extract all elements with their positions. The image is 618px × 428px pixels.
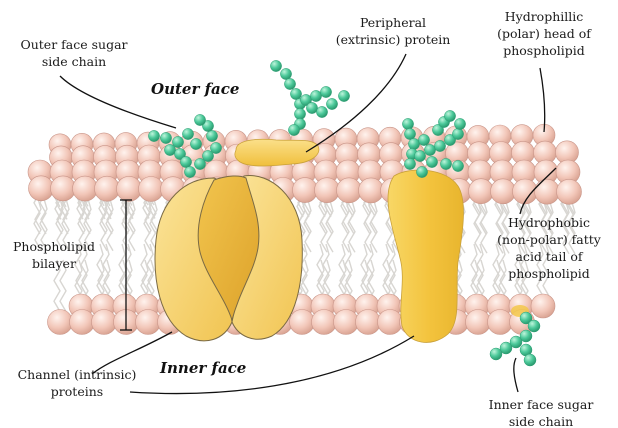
phospholipid-head <box>136 310 161 335</box>
phospholipid-head <box>73 176 98 201</box>
sugar-bead <box>184 166 195 177</box>
phospholipid-bilayer-label: Phospholipid bilayer <box>4 238 104 272</box>
sugar-bead <box>402 118 413 129</box>
phospholipid-head <box>117 176 142 201</box>
phospholipid-head <box>491 179 516 204</box>
inner-sugar-label: Inner face sugar side chain <box>474 396 608 428</box>
sugar-bead <box>426 156 437 167</box>
sugar-bead <box>194 114 205 125</box>
sugar-bead <box>452 160 463 171</box>
phospholipid-head <box>312 310 337 335</box>
phospholipid-head <box>290 310 315 335</box>
phospholipid-head <box>334 310 359 335</box>
phospholipid-head <box>51 176 76 201</box>
sugar-bead <box>190 138 201 149</box>
channel-proteins-label: Channel (intrinsic) proteins <box>2 366 152 400</box>
sugar-bead <box>316 106 327 117</box>
sugar-bead <box>416 166 427 177</box>
sugar-bead <box>294 108 305 119</box>
sugar-bead <box>404 158 415 169</box>
phospholipid-head <box>315 178 340 203</box>
hydrophobic-tail-label: Hydrophobic (non-polar) fatty acid tail … <box>484 214 614 282</box>
phospholipid-head <box>535 179 560 204</box>
phospholipid-head <box>359 178 384 203</box>
outer-sugar-label: Outer face sugar side chain <box>8 36 140 70</box>
phospholipid-head <box>139 177 164 202</box>
sugar-bead <box>338 90 349 101</box>
phospholipid-head <box>70 310 95 335</box>
leader-line-hydrophilic <box>540 68 545 132</box>
phospholipid-head <box>95 176 120 201</box>
leader-line-inner-sugar <box>514 358 518 392</box>
sugar-bead <box>414 150 425 161</box>
sugar-bead <box>424 144 435 155</box>
sugar-bead <box>528 320 540 332</box>
sugar-bead <box>284 78 295 89</box>
sugar-bead <box>408 138 419 149</box>
sugar-bead <box>310 90 321 101</box>
sugar-bead <box>148 130 159 141</box>
phospholipid-head <box>92 310 117 335</box>
sugar-bead <box>452 128 463 139</box>
phospholipid-head <box>293 178 318 203</box>
sugar-bead <box>326 98 337 109</box>
sugar-bead <box>206 130 217 141</box>
inner-face-label: Inner face <box>160 359 246 377</box>
sugar-bead <box>280 68 291 79</box>
phospholipid-head <box>356 310 381 335</box>
phospholipid-head <box>531 294 555 318</box>
sugar-bead <box>444 110 455 121</box>
sugar-bead <box>270 60 281 71</box>
outer-face-label: Outer face <box>151 80 239 98</box>
phospholipid-head <box>488 310 513 335</box>
channel-protein-icon <box>155 176 302 341</box>
sugar-bead <box>320 86 331 97</box>
sugar-bead <box>160 132 171 143</box>
phospholipid-head <box>337 178 362 203</box>
peripheral-protein-label: Peripheral (extrinsic) protein <box>326 14 460 48</box>
phospholipid-head <box>29 176 54 201</box>
sugar-bead <box>210 142 221 153</box>
phospholipid-head <box>513 179 538 204</box>
sugar-bead <box>418 134 429 145</box>
sugar-bead <box>404 128 415 139</box>
sugar-bead <box>182 128 193 139</box>
sugar-bead <box>490 348 502 360</box>
sugar-bead <box>524 354 536 366</box>
phospholipid-head <box>466 310 491 335</box>
sugar-bead <box>454 118 465 129</box>
sugar-bead <box>288 124 299 135</box>
sugar-bead <box>306 102 317 113</box>
phospholipid-head <box>48 310 73 335</box>
phospholipid-head <box>557 179 582 204</box>
sugar-bead <box>164 144 175 155</box>
phospholipid-head <box>378 310 403 335</box>
sugar-bead <box>180 156 191 167</box>
sugar-bead <box>434 140 445 151</box>
hydrophilic-head-label: Hydrophillic (polar) head of phospholipi… <box>476 8 612 59</box>
phospholipid-head <box>469 179 494 204</box>
sugar-bead <box>290 88 301 99</box>
sugar-bead <box>440 158 451 169</box>
